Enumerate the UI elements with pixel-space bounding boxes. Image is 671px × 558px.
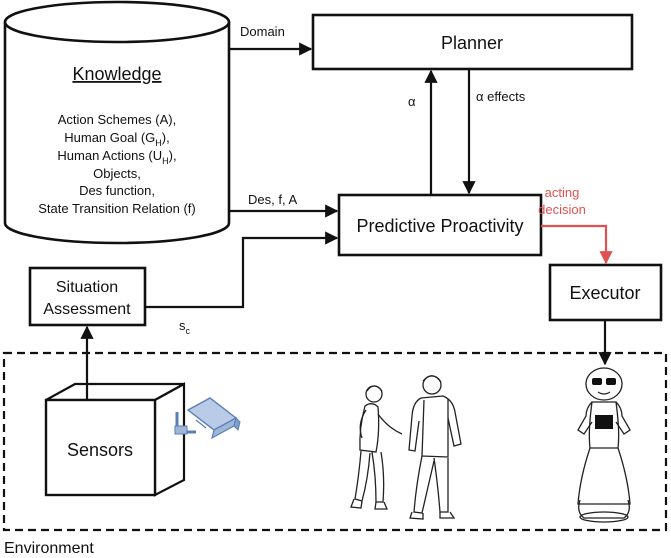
knowledge-item-objects: Objects, [93,166,141,181]
knowledge-item-human-actions: Human Actions (UH), [57,148,176,166]
situation-label-line1: Situation [56,279,118,296]
edge-alpha: α [408,69,438,195]
executor-node: Executor [548,263,663,322]
situation-label-line2: Assessment [43,301,131,318]
edge-label-alpha-effects: α effects [476,89,526,104]
knowledge-item-state-transition: State Transition Relation (f) [38,201,196,216]
edge-label-decision: decision [538,202,586,217]
planner-label: Planner [441,33,503,53]
edge-label-acting: acting [545,185,580,200]
planner-node: Planner [311,13,634,71]
environment-label: Environment [4,540,94,557]
situation-assessment-node: Situation Assessment [28,266,147,327]
camera-icon [174,397,241,440]
sensors-label: Sensors [67,440,133,460]
executor-label: Executor [569,283,640,303]
sensors-node: Sensors [44,382,186,497]
edge-domain: Domain [229,24,313,56]
knowledge-item-human-goal: Human Goal (GH), [64,130,170,148]
knowledge-item-des-function: Des function, [79,183,155,198]
knowledge-database: Knowledge Action Schemes (A), Human Goal… [3,0,231,245]
edge-des-f-a: Des, f, A [229,192,339,218]
edge-label-domain: Domain [240,24,285,39]
edge-label-alpha: α [408,94,416,109]
environment-frame [2,351,668,532]
edge-label-s: sc [179,318,191,336]
knowledge-item-action-schemes: Action Schemes (A), [58,112,177,127]
edge-alpha-effects: α effects [462,69,526,195]
robot-illustration [577,367,631,523]
knowledge-title: Knowledge [72,64,161,84]
edge-label-des-f-a: Des, f, A [248,192,297,207]
edge-acting-decision: acting decision [538,185,613,265]
predictive-proactivity-node: Predictive Proactivity [337,193,543,257]
edge-situation-to-proactivity: sc [145,231,339,336]
proactivity-label: Predictive Proactivity [356,216,523,236]
humans-illustration [350,375,462,520]
